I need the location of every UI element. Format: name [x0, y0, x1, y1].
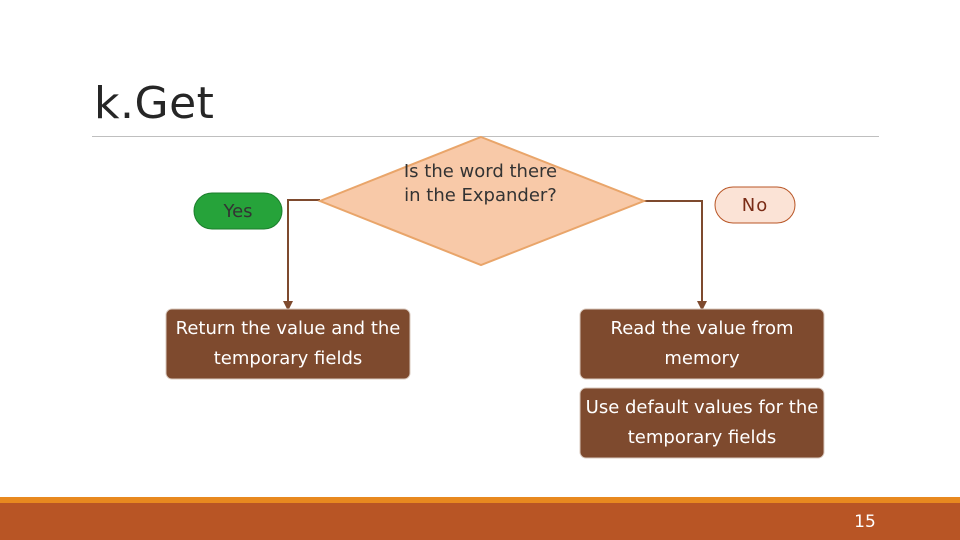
no-connector: [644, 200, 707, 311]
no-label: No: [741, 194, 769, 216]
default-values-text: Use default values for the temporary fie…: [585, 397, 819, 448]
read-value-box: [579, 308, 825, 380]
read-value-text: Read the value from memory: [610, 318, 794, 369]
decision-text: Is the word there in the Expander?: [403, 161, 558, 206]
default-values-box: [579, 387, 825, 459]
return-value-text: Return the value and the temporary field…: [175, 318, 401, 369]
page-number: 15: [854, 512, 876, 532]
slide-title: k.Get: [94, 78, 215, 129]
no-pill: [714, 186, 796, 224]
yes-pill: [193, 192, 283, 230]
footer-accent-bar: [0, 497, 960, 503]
yes-label: Yes: [223, 200, 253, 222]
yes-connector: [283, 199, 320, 311]
return-value-box: [165, 308, 411, 380]
decision-diamond: [317, 135, 647, 267]
title-divider: [92, 136, 879, 137]
footer-bar: [0, 503, 960, 540]
